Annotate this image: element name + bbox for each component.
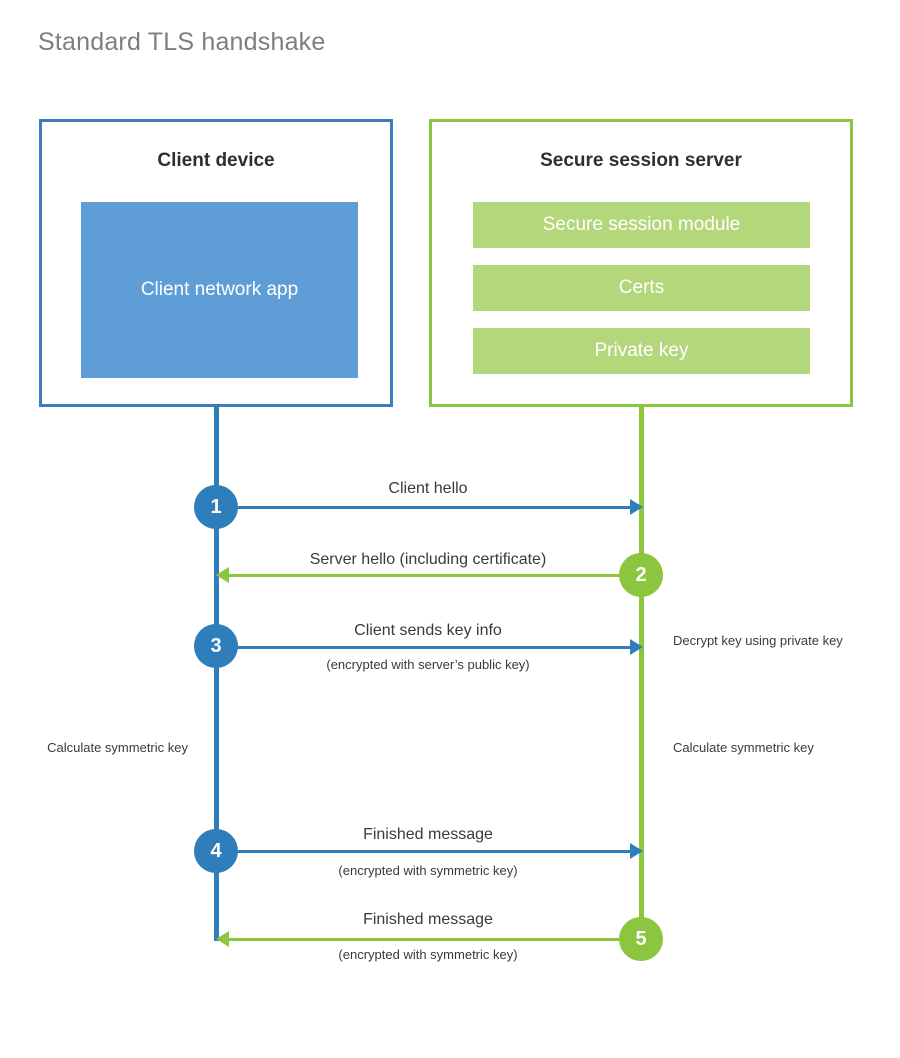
arrow-head-left-icon-step-2 <box>216 567 229 583</box>
note-calculate-symmetric-key-server: Calculate symmetric key <box>673 740 814 755</box>
server-component-secure-session-module: Secure session module <box>473 202 810 248</box>
message-sublabel-step-4: (encrypted with symmetric key) <box>338 863 518 878</box>
message-label-step-2: Server hello (including certificate) <box>309 551 547 568</box>
step-marker-4: 4 <box>194 829 238 873</box>
message-label-step-3: Client sends key info <box>354 622 502 639</box>
client-device-title: Client device <box>157 150 275 171</box>
arrow-head-right-icon-step-1 <box>630 499 643 515</box>
note-decrypt-key: Decrypt key using private key <box>673 633 843 648</box>
arrow-shaft-step-2 <box>222 574 634 577</box>
arrow-head-right-icon-step-4 <box>630 843 643 859</box>
step-marker-1: 1 <box>194 485 238 529</box>
arrow-shaft-step-5 <box>222 938 634 941</box>
message-sublabel-step-5: (encrypted with symmetric key) <box>338 947 518 962</box>
server-component-certs: Certs <box>473 265 810 311</box>
secure-session-server-title: Secure session server <box>540 150 742 171</box>
server-lifeline <box>639 404 644 941</box>
client-device-box: Client device Client network app <box>39 119 393 407</box>
arrow-shaft-step-4 <box>216 850 638 853</box>
arrow-head-left-icon-step-5 <box>216 931 229 947</box>
client-network-app-block: Client network app <box>81 202 358 378</box>
page-title: Standard TLS handshake <box>38 28 326 56</box>
secure-session-server-box: Secure session server Secure session mod… <box>429 119 853 407</box>
message-sublabel-step-3: (encrypted with server’s public key) <box>326 657 530 672</box>
step-marker-3: 3 <box>194 624 238 668</box>
arrow-shaft-step-1 <box>216 506 638 509</box>
client-lifeline <box>214 404 219 941</box>
server-component-private-key: Private key <box>473 328 810 374</box>
message-label-step-1: Client hello <box>388 480 468 497</box>
arrow-head-right-icon-step-3 <box>630 639 643 655</box>
step-marker-5: 5 <box>619 917 663 961</box>
message-label-step-4: Finished message <box>363 826 493 843</box>
arrow-shaft-step-3 <box>216 646 638 649</box>
note-calculate-symmetric-key-client: Calculate symmetric key <box>47 740 188 755</box>
step-marker-2: 2 <box>619 553 663 597</box>
message-label-step-5: Finished message <box>363 911 493 928</box>
